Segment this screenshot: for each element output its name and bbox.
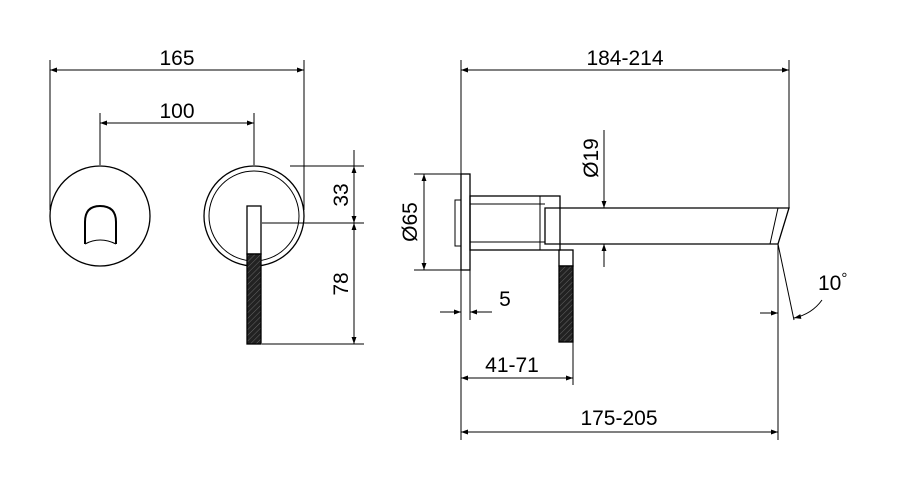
dim-height-lower: 78 xyxy=(330,272,353,295)
lever-stem xyxy=(246,205,262,255)
dim-overall-projection: 184-214 xyxy=(586,47,663,70)
outlet-plate xyxy=(49,165,151,267)
dim-arc-spout-angle xyxy=(793,299,823,319)
lever-side-stem xyxy=(558,249,574,267)
mixer-body xyxy=(469,195,561,251)
dim-spout-angle: 10° xyxy=(818,270,847,295)
lever-handle xyxy=(246,253,262,345)
spout xyxy=(544,207,790,245)
dim-spout-diameter: Ø19 xyxy=(580,138,603,178)
dim-spout-projection: 175-205 xyxy=(580,407,657,430)
dim-lever-offset: 41-71 xyxy=(485,354,539,377)
outlet-opening-icon xyxy=(84,204,117,244)
dim-height-upper: 33 xyxy=(330,183,353,206)
side-view: 184-214 Ø65 Ø19 5 41-71 175-205 10° xyxy=(399,47,847,440)
wall-flange xyxy=(460,173,471,271)
lever-side-handle xyxy=(558,265,574,343)
mixer-plate xyxy=(203,165,305,267)
mixer-plate-inner xyxy=(208,170,300,262)
dim-width-centers: 100 xyxy=(159,100,194,123)
dim-flange-diameter: Ø65 xyxy=(399,202,422,242)
dim-width-overall: 165 xyxy=(159,47,194,70)
dim-flange-thickness: 5 xyxy=(499,288,511,311)
front-view: 165 100 33 78 xyxy=(49,47,364,345)
